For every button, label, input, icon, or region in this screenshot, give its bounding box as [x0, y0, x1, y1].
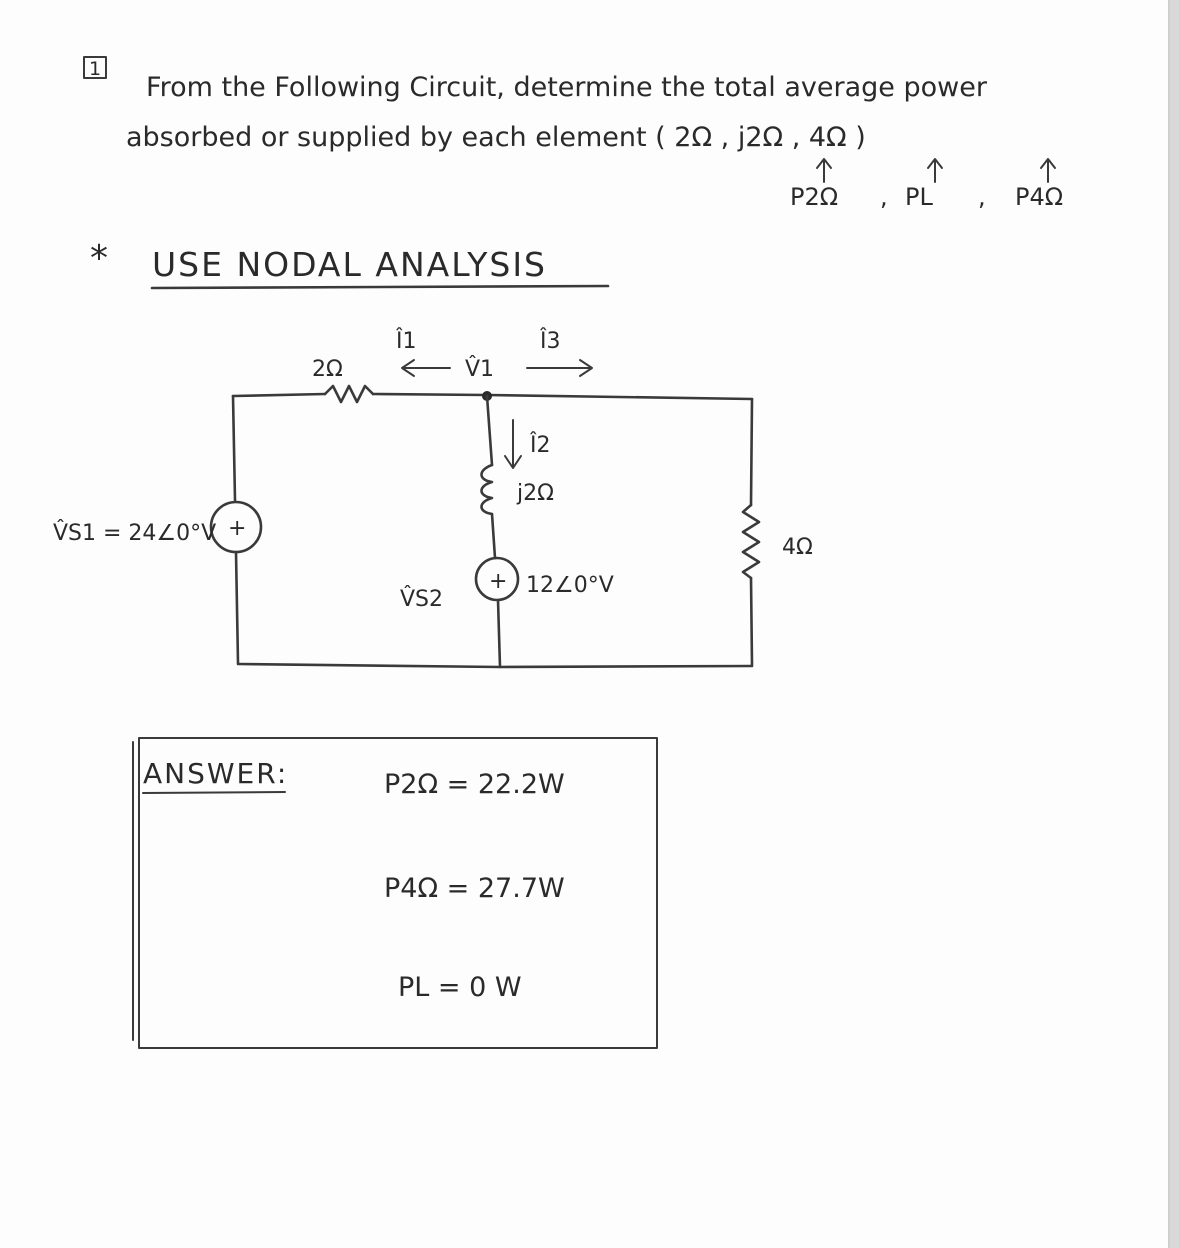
answer-p-inductor: PL = 0 W: [398, 972, 522, 1003]
circuit-diagram: [209, 359, 761, 669]
arrow-i1: [401, 359, 451, 377]
target-p-inductor: PL: [905, 183, 933, 211]
label-vs1: V̂S1 = 24∠0°V: [53, 520, 216, 546]
label-i1: Î1: [395, 328, 417, 354]
label-inductor: j2Ω: [516, 481, 554, 506]
vs1-sign: +: [228, 516, 246, 541]
answer-p-2ohm: P2Ω = 22.2W: [384, 769, 565, 800]
answer-heading: ANSWER:: [143, 757, 288, 790]
wire-right-upper: [749, 397, 754, 507]
problem-line-2: absorbed or supplied by each element ( 2…: [126, 122, 866, 153]
answer-box: [138, 737, 658, 1049]
wire-mid-mid: [490, 512, 497, 560]
wire-top-right: [371, 392, 754, 401]
wire-top-left: [231, 392, 327, 398]
target-separator-2: ,: [978, 183, 986, 211]
wire-left-lower: [234, 550, 240, 665]
method-text: USE NODAL ANALYSIS: [152, 245, 547, 284]
wire-left-upper: [231, 394, 237, 502]
target-p-2ohm: P2Ω: [790, 183, 838, 211]
vs2-sign: +: [489, 569, 507, 594]
problem-number-box: [83, 56, 107, 79]
arrow-i3: [526, 359, 593, 377]
label-v1: V̂1: [465, 356, 494, 382]
label-i3: Î3: [539, 328, 561, 354]
answer-p-4ohm: P4Ω = 27.7W: [384, 873, 565, 904]
label-vs2: V̂S2: [400, 586, 443, 612]
resistor-2ohm: [323, 384, 375, 404]
wire-right-lower: [749, 576, 754, 667]
target-separator-1: ,: [880, 183, 888, 211]
label-i2: Î2: [529, 432, 551, 458]
problem-number: 1: [89, 58, 101, 80]
label-r1: 2Ω: [312, 357, 343, 382]
answer-heading-underline: [142, 791, 286, 794]
resistor-4ohm: [741, 503, 761, 580]
arrow-i2: [504, 419, 522, 469]
method-star: *: [90, 238, 108, 279]
label-r2: 4Ω: [782, 535, 813, 560]
target-p-4ohm: P4Ω: [1015, 183, 1063, 211]
wire-bottom: [236, 662, 754, 669]
problem-line-1: From the Following Circuit, determine th…: [146, 72, 988, 103]
method-underline: [150, 284, 610, 290]
inductor-j2ohm: [480, 463, 494, 516]
label-vs2-value: 12∠0°V: [526, 573, 614, 598]
wire-mid-upper: [485, 394, 494, 467]
target-arrows: [816, 158, 1056, 183]
wire-mid-lower: [496, 598, 502, 669]
